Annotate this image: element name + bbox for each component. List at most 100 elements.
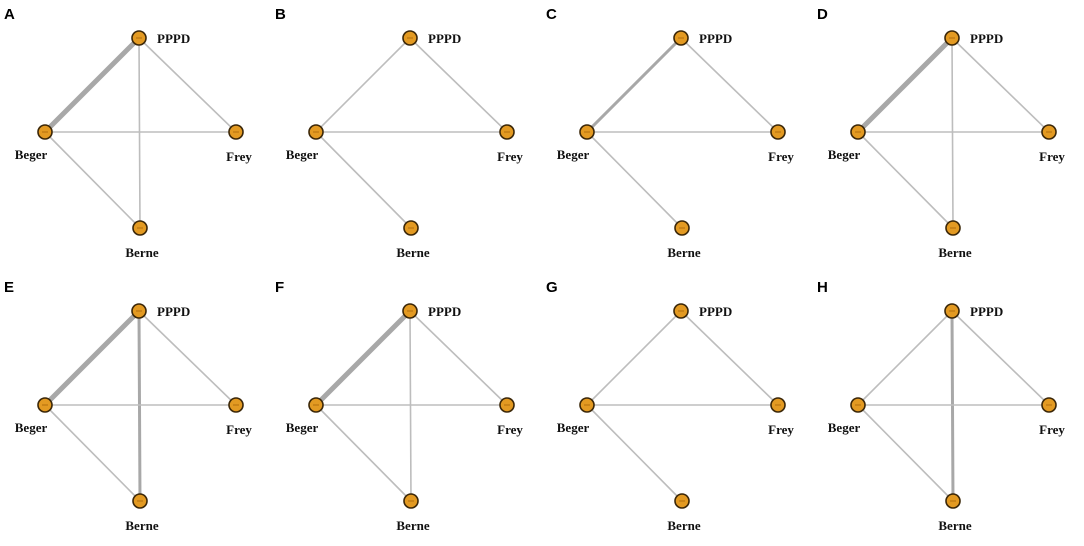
node-label-berne: Berne: [667, 518, 700, 533]
edge-pppd-berne: [950, 309, 955, 503]
node-pppd: PPPD: [131, 303, 190, 319]
edge-pppd-frey: [138, 310, 237, 406]
edge-beger-berne: [586, 404, 683, 502]
edge-pppd-frey: [680, 37, 779, 133]
node-label-frey: Frey: [768, 422, 794, 437]
panel-label-e: E: [4, 279, 15, 296]
panel-label-h: H: [817, 279, 828, 296]
node-pppd: PPPD: [944, 30, 1003, 46]
edge-pppd-beger: [42, 308, 142, 408]
node-frey: Frey: [768, 124, 794, 164]
node-pppd: PPPD: [131, 30, 190, 46]
edge-beger-berne: [44, 131, 141, 229]
node-pppd: PPPD: [944, 303, 1003, 319]
node-label-beger: Beger: [286, 147, 319, 162]
node-frey: Frey: [226, 124, 252, 164]
node-frey: Frey: [226, 397, 252, 437]
node-label-pppd: PPPD: [428, 304, 461, 319]
node-label-berne: Berne: [125, 518, 158, 533]
node-berne: Berne: [396, 220, 430, 260]
node-berne: Berne: [396, 493, 430, 533]
node-label-pppd: PPPD: [970, 304, 1003, 319]
node-label-berne: Berne: [667, 245, 700, 260]
edge-pppd-beger: [857, 310, 953, 406]
panel-label-f: F: [275, 279, 285, 296]
panel-label-d: D: [817, 6, 828, 23]
node-label-frey: Frey: [768, 149, 794, 164]
edge-beger-berne: [315, 131, 412, 229]
edge-pppd-frey: [409, 37, 508, 133]
edge-pppd-frey: [138, 37, 237, 133]
node-berne: Berne: [667, 220, 701, 260]
node-label-beger: Beger: [828, 147, 861, 162]
node-beger: Beger: [286, 124, 324, 162]
node-label-berne: Berne: [125, 245, 158, 260]
node-label-berne: Berne: [938, 518, 971, 533]
node-label-pppd: PPPD: [699, 304, 732, 319]
node-beger: Beger: [828, 124, 866, 162]
edge-pppd-berne: [138, 37, 141, 229]
node-label-beger: Beger: [557, 420, 590, 435]
node-beger: Beger: [15, 397, 53, 435]
node-berne: Berne: [938, 220, 972, 260]
edge-beger-berne: [586, 131, 683, 229]
node-pppd: PPPD: [402, 303, 461, 319]
node-frey: Frey: [1039, 124, 1065, 164]
node-label-pppd: PPPD: [699, 31, 732, 46]
edge-beger-berne: [44, 404, 141, 502]
edge-pppd-beger: [855, 35, 955, 135]
node-beger: Beger: [557, 397, 595, 435]
node-pppd: PPPD: [402, 30, 461, 46]
edge-pppd-frey: [951, 37, 1050, 133]
node-label-frey: Frey: [226, 422, 252, 437]
node-berne: Berne: [125, 493, 159, 533]
node-frey: Frey: [497, 124, 523, 164]
node-berne: Berne: [125, 220, 159, 260]
node-frey: Frey: [768, 397, 794, 437]
edge-pppd-berne: [409, 310, 412, 502]
edge-pppd-beger: [313, 308, 413, 408]
node-berne: Berne: [667, 493, 701, 533]
node-label-frey: Frey: [497, 149, 523, 164]
edge-pppd-beger: [586, 310, 682, 406]
node-label-beger: Beger: [828, 420, 861, 435]
edge-pppd-beger: [315, 37, 411, 133]
panel-label-g: G: [546, 279, 558, 296]
node-label-frey: Frey: [1039, 149, 1065, 164]
node-label-frey: Frey: [226, 149, 252, 164]
node-beger: Beger: [15, 124, 53, 162]
panel-label-c: C: [546, 6, 557, 23]
node-frey: Frey: [497, 397, 523, 437]
node-label-frey: Frey: [497, 422, 523, 437]
panel-label-a: A: [4, 6, 15, 23]
edge-pppd-berne: [951, 37, 954, 229]
node-beger: Beger: [557, 124, 595, 162]
node-label-beger: Beger: [15, 147, 48, 162]
edge-beger-berne: [857, 404, 954, 502]
edge-pppd-frey: [409, 310, 508, 406]
node-beger: Beger: [286, 397, 324, 435]
edge-pppd-berne: [137, 309, 142, 503]
node-pppd: PPPD: [673, 30, 732, 46]
edge-pppd-frey: [680, 310, 779, 406]
node-frey: Frey: [1039, 397, 1065, 437]
node-label-berne: Berne: [396, 518, 429, 533]
node-berne: Berne: [938, 493, 972, 533]
node-label-pppd: PPPD: [970, 31, 1003, 46]
node-label-berne: Berne: [396, 245, 429, 260]
node-pppd: PPPD: [673, 303, 732, 319]
node-label-beger: Beger: [557, 147, 590, 162]
